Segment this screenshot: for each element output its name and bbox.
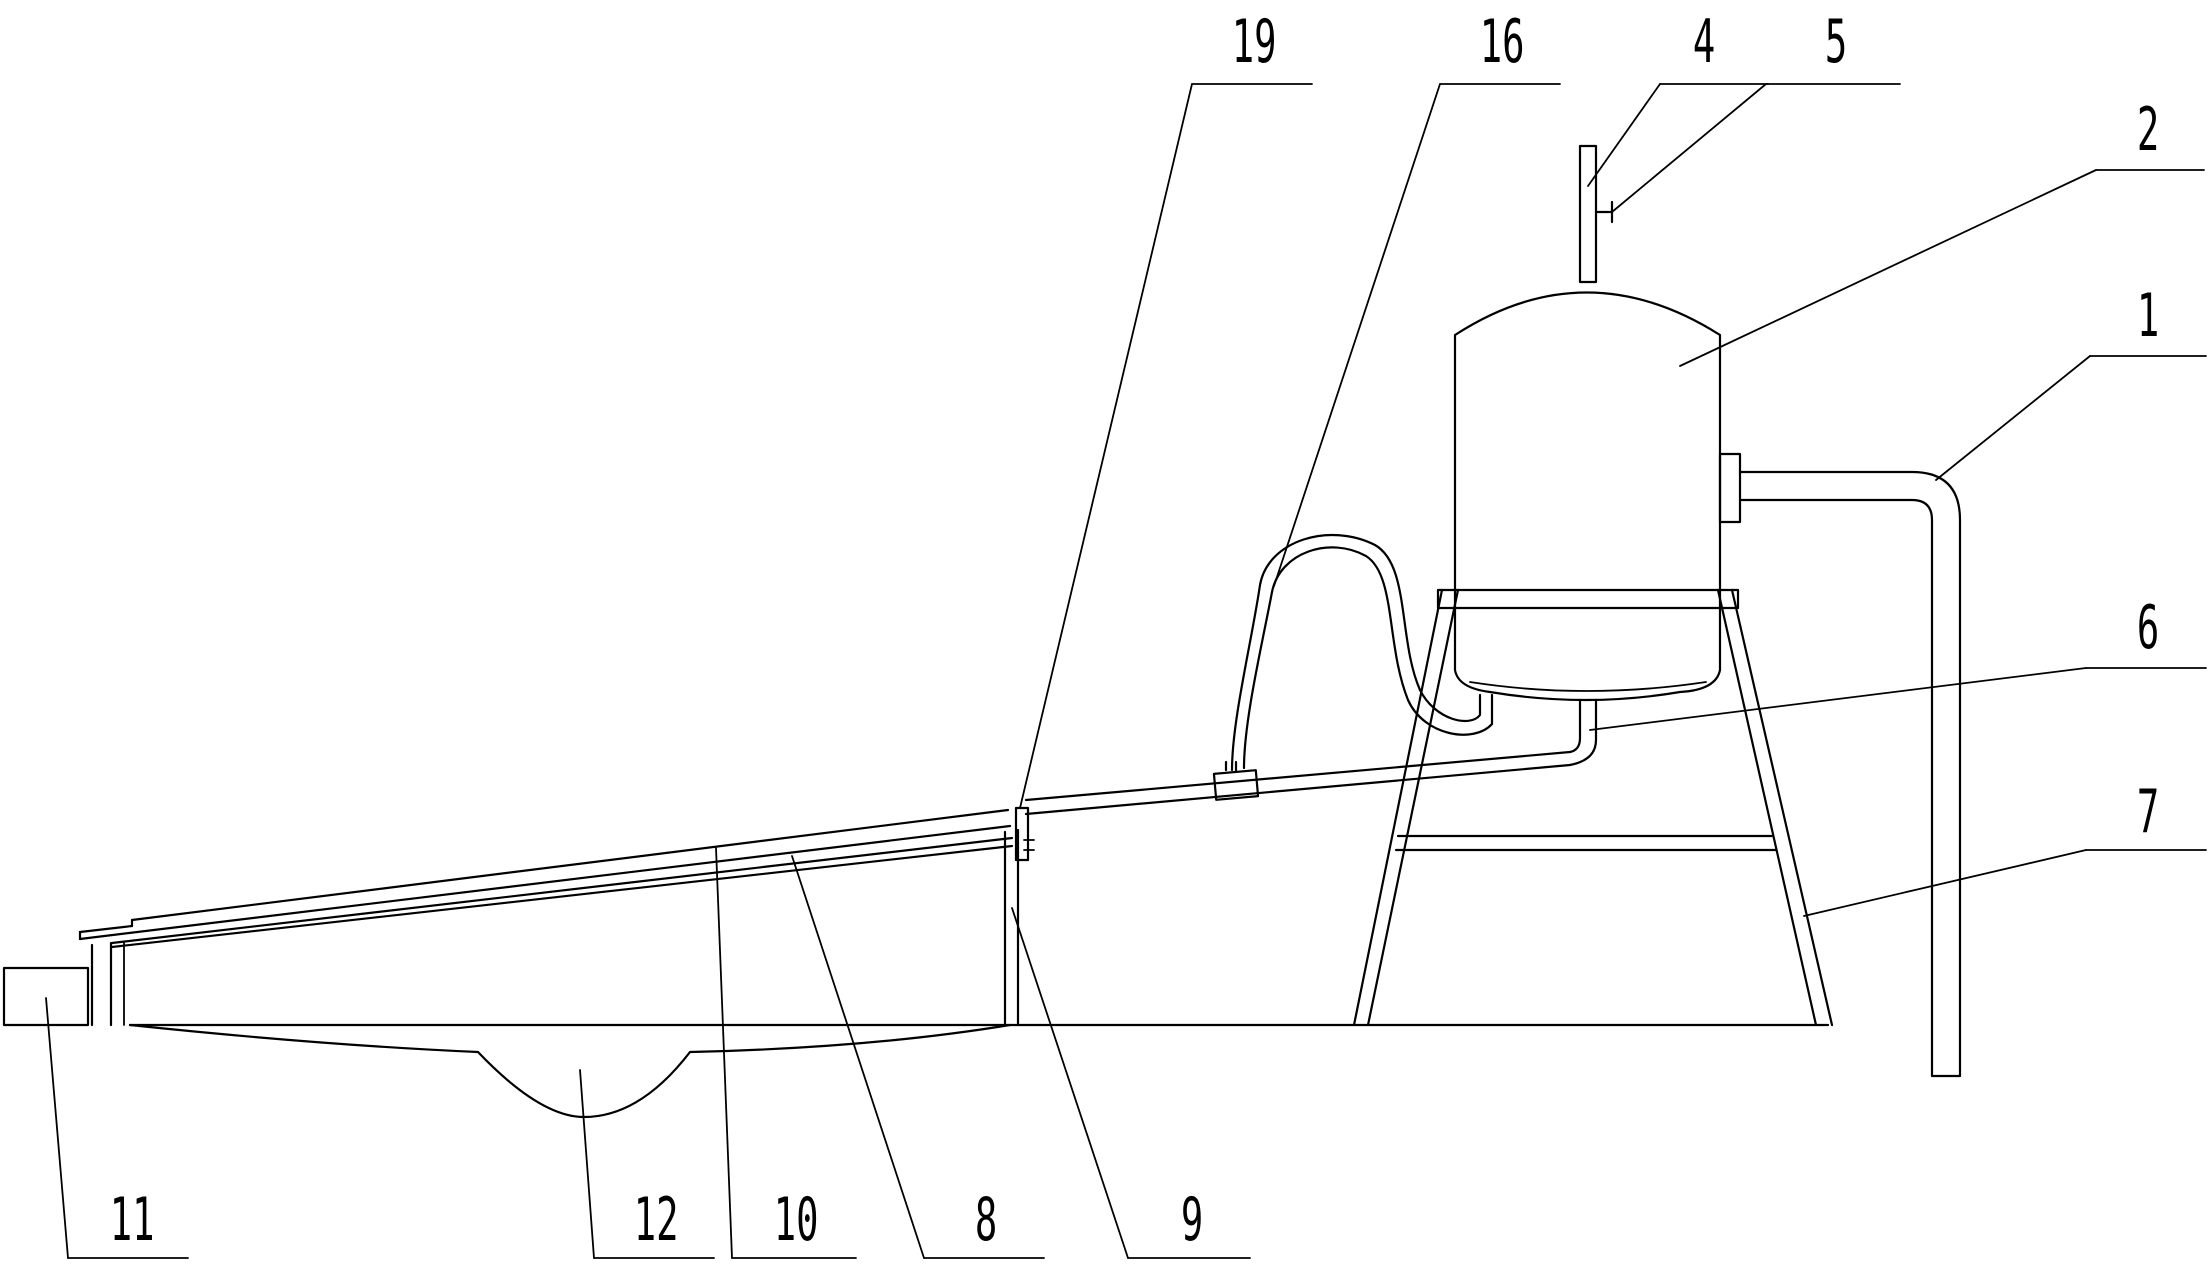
channel-top-lower — [78, 824, 1012, 941]
leader-1 — [1935, 355, 2091, 481]
clamp-19 — [1014, 806, 1030, 862]
leader-11 — [45, 997, 69, 1259]
feed-pipe-lower — [1024, 763, 1572, 816]
leader-6 — [1589, 667, 2087, 731]
leader-19 — [1019, 83, 1193, 809]
label-11: 11 — [110, 1185, 155, 1255]
label-7: 7 — [2137, 777, 2159, 847]
label-19: 19 — [1232, 7, 1277, 77]
leader-2 — [1679, 169, 2097, 367]
leader-4 — [1587, 83, 1661, 187]
label-12: 12 — [634, 1185, 679, 1255]
feed-pipe-elbow-outer — [1568, 698, 1582, 754]
leader-5 — [1611, 83, 1767, 213]
leader-10 — [715, 847, 733, 1259]
pipe-valve — [1212, 769, 1260, 801]
hose-16-outer — [1230, 533, 1482, 772]
stand-leg-right-outer — [1730, 588, 1834, 1027]
stand-leg-right-inner — [1716, 588, 1818, 1027]
stand-leg-left-outer — [1352, 588, 1444, 1027]
outlet-pipe-1-outer — [1738, 470, 1962, 1078]
label-8: 8 — [975, 1185, 997, 1255]
vent-pipe-4 — [1578, 144, 1598, 284]
label-5: 5 — [1825, 7, 1847, 77]
channel-bottom-upper — [110, 836, 1014, 945]
label-6: 6 — [2137, 593, 2159, 663]
end-box — [2, 966, 90, 1027]
feed-pipe-upper — [1024, 750, 1572, 802]
stand-leg-left-inner — [1366, 588, 1460, 1027]
leader-12 — [579, 1069, 595, 1259]
tank-side-outlet — [1718, 452, 1742, 524]
stand-ring — [1436, 588, 1740, 610]
tank-2 — [1453, 291, 1722, 702]
label-16: 16 — [1480, 7, 1525, 77]
label-1: 1 — [2137, 281, 2159, 351]
leader-8 — [791, 855, 925, 1259]
channel-top-upper — [130, 808, 1010, 922]
leader-16 — [1273, 83, 1441, 587]
leader-7 — [1803, 849, 2087, 917]
label-9: 9 — [1181, 1185, 1203, 1255]
label-2: 2 — [2137, 95, 2159, 165]
feed-pipe-elbow-inner — [1568, 698, 1598, 767]
leader-9 — [1011, 907, 1129, 1259]
label-10: 10 — [774, 1185, 819, 1255]
channel-bottom-lower — [110, 844, 1014, 949]
channel-left-cap — [78, 924, 134, 934]
hose-16-inner — [1242, 546, 1494, 770]
tank-bottom-band — [1469, 681, 1707, 692]
trench-12 — [128, 1023, 1012, 1119]
label-4: 4 — [1693, 7, 1715, 77]
